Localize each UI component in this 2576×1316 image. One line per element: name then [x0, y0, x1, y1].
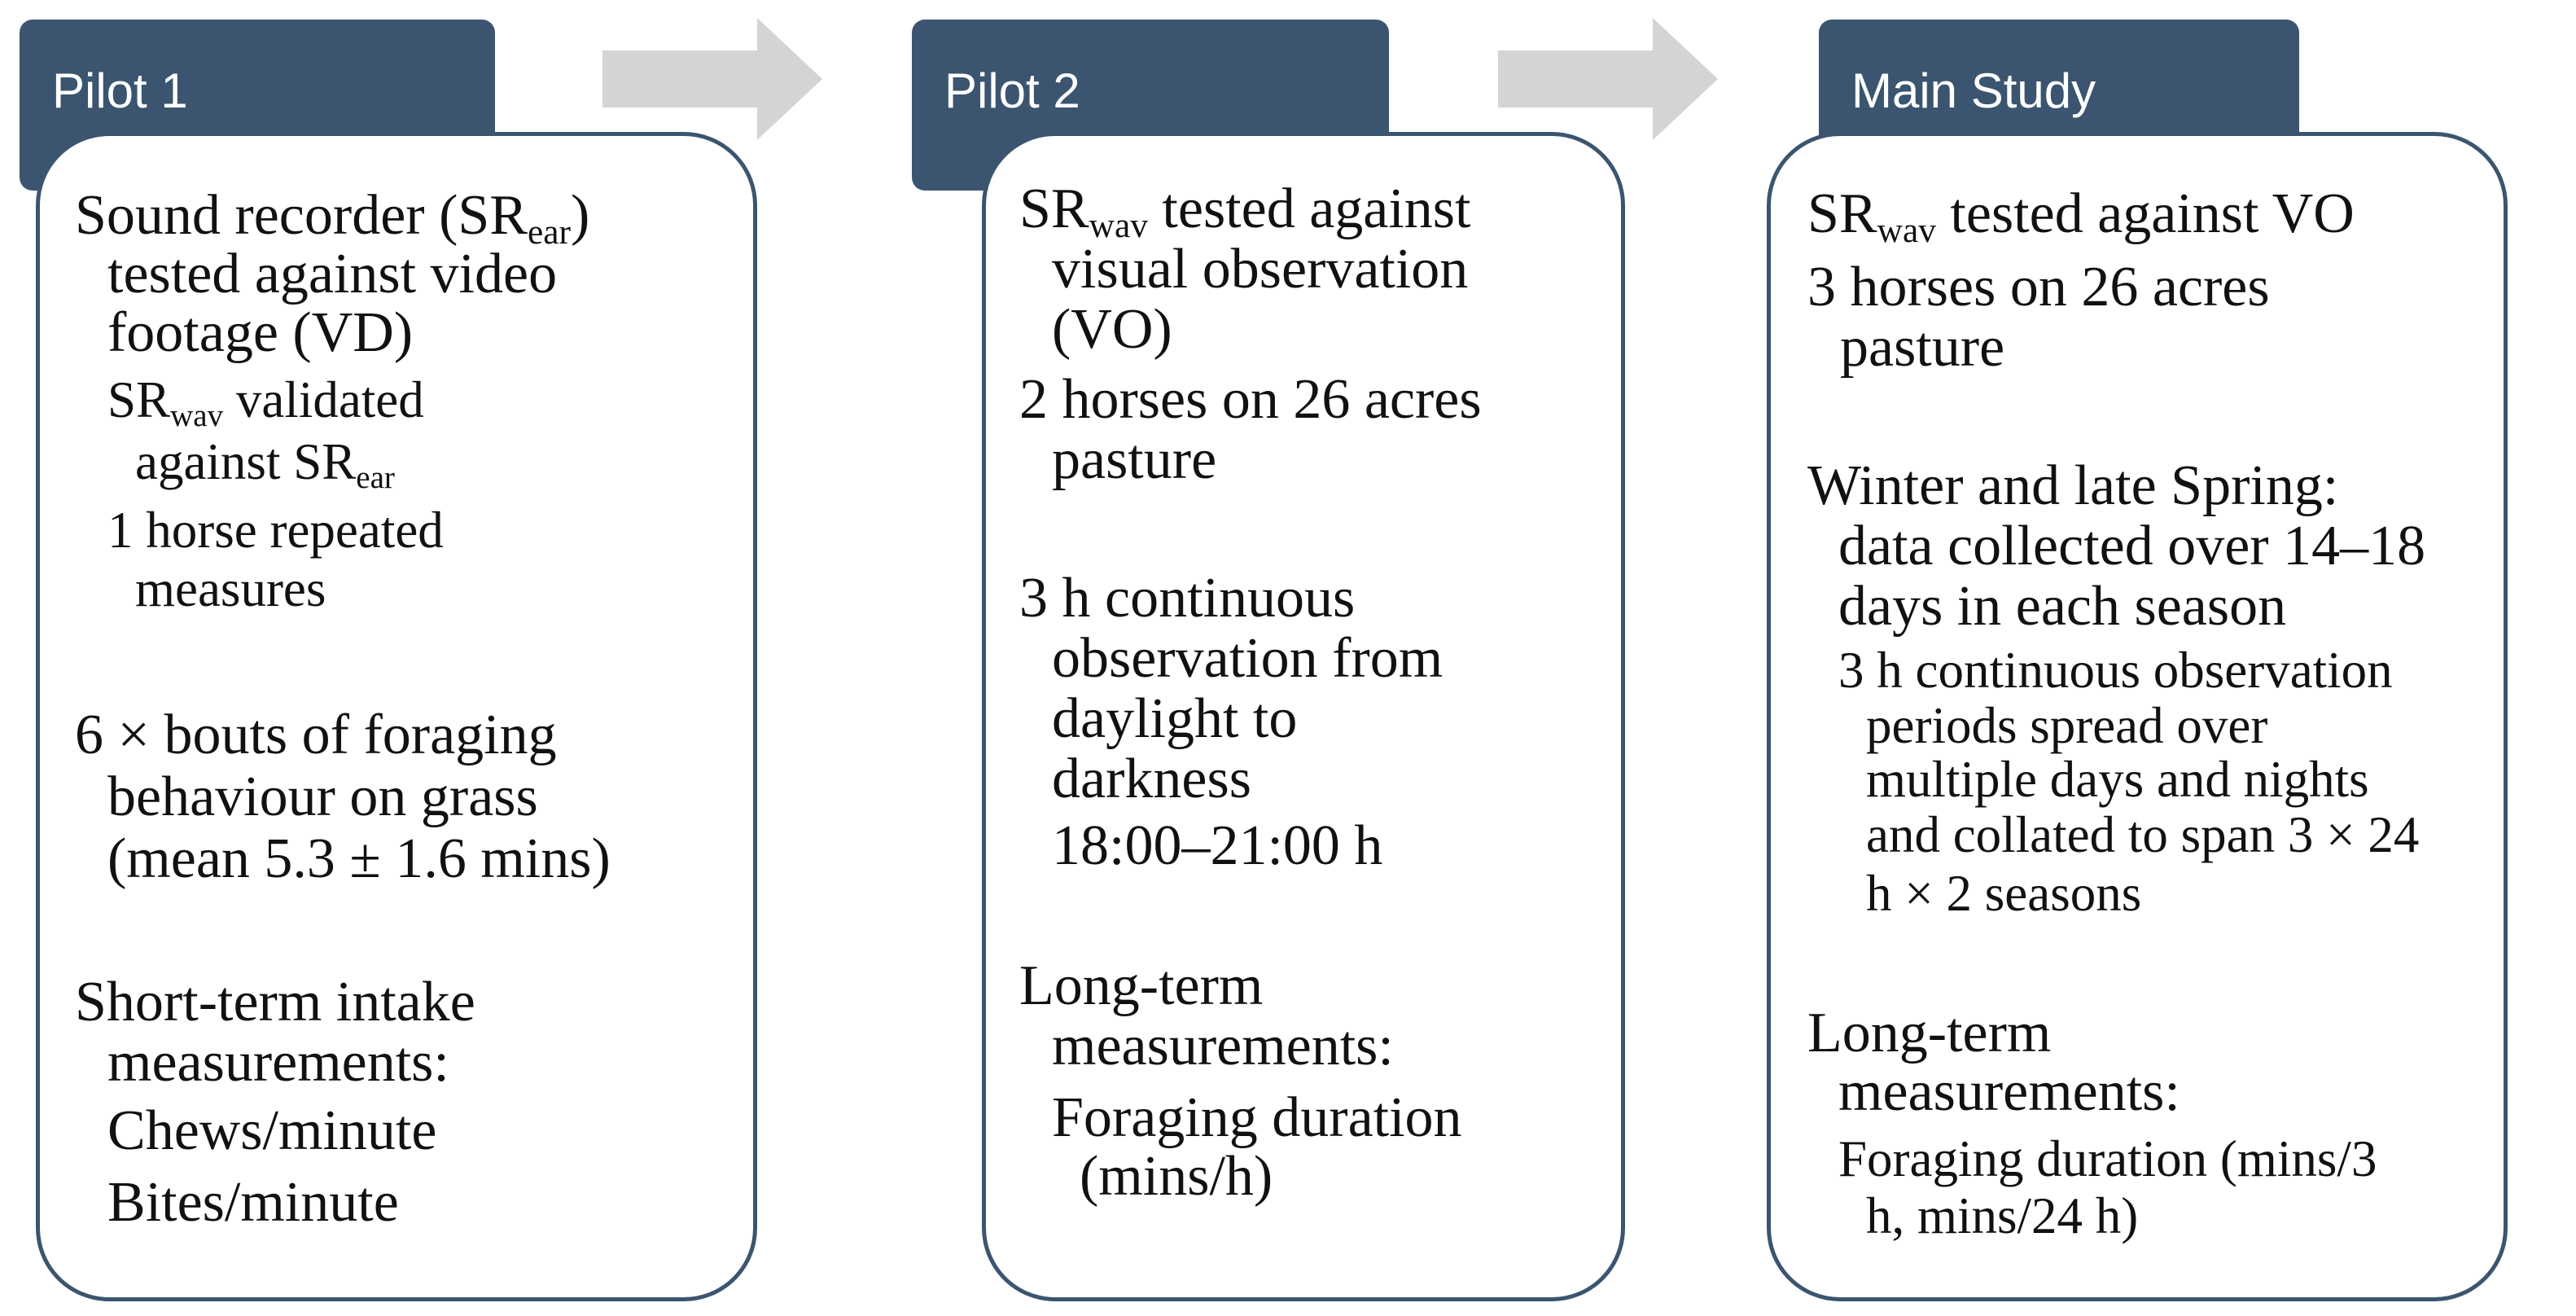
- stage-text-line: 6 × bouts of foraging: [75, 704, 557, 766]
- stage-text-line: 1 horse repeated: [107, 502, 444, 559]
- stage-text-line: behaviour on grass: [107, 765, 538, 828]
- stage-text-line: Long-term: [1019, 954, 1264, 1017]
- stage-label: Pilot 2: [944, 64, 1080, 118]
- stage-text-line: measurements:: [1838, 1060, 2180, 1123]
- stage-text-line: SRwav tested against: [1019, 178, 1471, 246]
- stage-text-line: pasture: [1052, 428, 1217, 491]
- stage-card-pilot-2: [982, 132, 1625, 1301]
- stage-text-line: visual observation: [1052, 238, 1469, 300]
- stage-label: Pilot 1: [52, 64, 188, 118]
- stage-text-line: Sound recorder (SRear): [75, 184, 590, 252]
- stage-text-line: periods spread over: [1866, 697, 2268, 754]
- stage-text-line: multiple days and nights: [1866, 751, 2369, 808]
- stage-card-main-study: [1767, 132, 2508, 1301]
- stage-text-line: measurements:: [1052, 1015, 1394, 1077]
- stage-text-line: and collated to span 3 × 24: [1866, 806, 2420, 863]
- stage-text-line: 3 h continuous: [1019, 567, 1356, 629]
- stage-text-line: darkness: [1052, 748, 1251, 810]
- stage-text-line: Short-term intake: [75, 971, 475, 1033]
- stage-text-line: tested against video: [107, 243, 558, 305]
- arrow-icon: [1498, 18, 1718, 140]
- stage-text-line: Bites/minute: [107, 1171, 399, 1234]
- stage-text-line: Chews/minute: [107, 1099, 437, 1162]
- stage-text-line: against SRear: [135, 433, 395, 495]
- stage-text-line: 3 h continuous observation: [1838, 642, 2393, 699]
- stage-text-line: daylight to: [1052, 687, 1298, 750]
- stage-text-line: footage (VD): [107, 301, 414, 364]
- stage-text-line: observation from: [1052, 627, 1444, 690]
- stage-text-line: (mins/h): [1080, 1145, 1273, 1208]
- stage-text-line: measures: [135, 560, 326, 617]
- stage-text-line: 2 horses on 26 acres: [1019, 368, 1482, 431]
- stage-text-line: 18:00–21:00 h: [1052, 814, 1383, 877]
- stage-text-line: h × 2 seasons: [1866, 865, 2142, 922]
- stage-text-line: (VO): [1052, 298, 1172, 361]
- stage-text-line: data collected over 14–18: [1838, 515, 2426, 577]
- stage-text-line: SRwav tested against VO: [1807, 182, 2355, 251]
- stage-text-line: pasture: [1840, 316, 2005, 379]
- arrow-icon: [602, 18, 822, 140]
- stage-text-line: Long-term: [1807, 1002, 2052, 1064]
- stage-text-line: Winter and late Spring:: [1807, 454, 2339, 517]
- stage-text-line: Foraging duration (mins/3: [1838, 1130, 2377, 1187]
- stage-text-line: days in each season: [1838, 575, 2287, 638]
- stage-card-pilot-1: [36, 132, 757, 1301]
- stage-text-line: SRwav validated: [107, 371, 424, 433]
- stage-label: Main Study: [1851, 64, 2096, 118]
- stage-text-line: (mean 5.3 ± 1.6 mins): [107, 827, 611, 890]
- stage-text-line: 3 horses on 26 acres: [1807, 256, 2270, 318]
- stage-text-line: Foraging duration: [1052, 1086, 1462, 1149]
- stage-text-line: h, mins/24 h): [1866, 1187, 2139, 1244]
- stage-text-line: measurements:: [107, 1031, 449, 1094]
